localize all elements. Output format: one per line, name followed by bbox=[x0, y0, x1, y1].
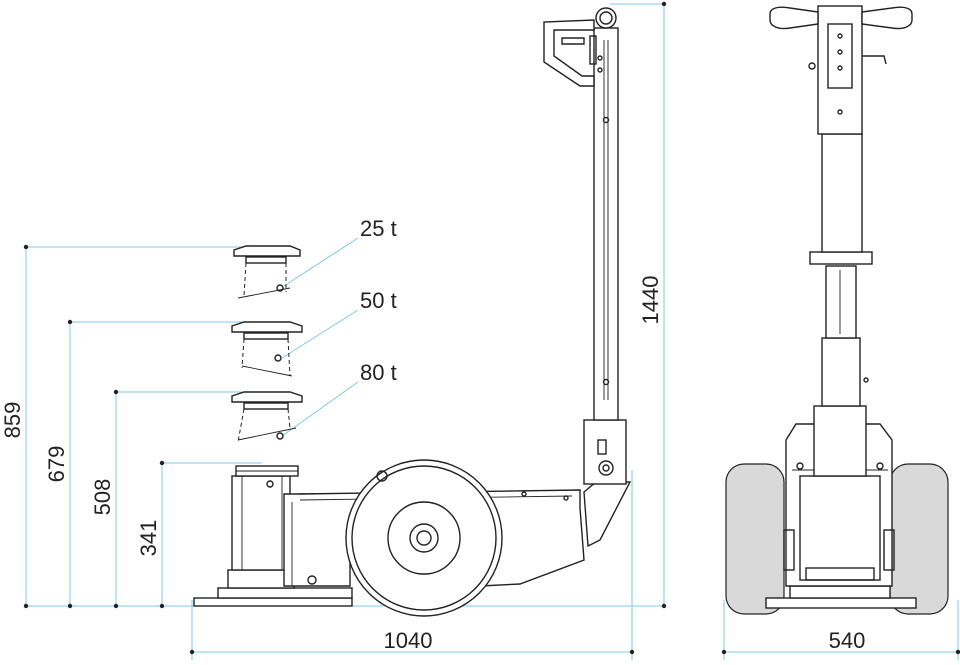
dim-label-679: 679 bbox=[44, 446, 69, 483]
capacity-label-80t: 80 t bbox=[360, 360, 397, 385]
dimension-dots bbox=[23, 1, 960, 655]
jack-side-view bbox=[193, 7, 632, 617]
dim-label-540: 540 bbox=[829, 628, 866, 653]
dim-label-1440: 1440 bbox=[638, 276, 663, 325]
capacity-label-25t: 25 t bbox=[360, 216, 397, 241]
dim-label-508: 508 bbox=[90, 479, 115, 516]
stage-saddle-50t bbox=[231, 321, 303, 377]
jack-front-view bbox=[725, 5, 949, 615]
stage-saddle-25t bbox=[233, 245, 301, 299]
dim-label-341: 341 bbox=[136, 520, 161, 557]
dim-label-859: 859 bbox=[0, 402, 25, 439]
stage-saddle-80t bbox=[231, 391, 303, 443]
dim-label-1040: 1040 bbox=[384, 628, 433, 653]
capacity-label-50t: 50 t bbox=[360, 288, 397, 313]
